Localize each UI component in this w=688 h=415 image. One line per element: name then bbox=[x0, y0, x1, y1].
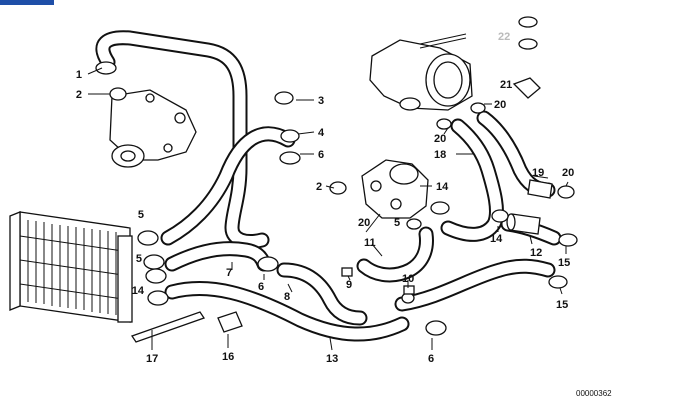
callout-20d: 20 bbox=[562, 167, 574, 179]
hose-13 bbox=[164, 281, 410, 342]
callout-2a: 2 bbox=[76, 89, 82, 101]
callout-18: 18 bbox=[434, 149, 446, 161]
hose-clamps bbox=[95, 16, 578, 336]
callout-2b: 2 bbox=[316, 181, 322, 193]
sensor-9 bbox=[341, 267, 353, 277]
callout-13: 13 bbox=[326, 353, 338, 365]
hose-8 bbox=[276, 262, 368, 326]
callout-14c: 14 bbox=[490, 233, 503, 245]
water-pump bbox=[109, 89, 197, 168]
callout-20b: 20 bbox=[494, 99, 506, 111]
callout-20a: 20 bbox=[358, 217, 370, 229]
callout-12: 12 bbox=[530, 247, 542, 259]
callout-14b: 14 bbox=[132, 285, 145, 297]
callout-17: 17 bbox=[146, 353, 158, 365]
callout-4: 4 bbox=[318, 127, 325, 139]
thermostat-housing bbox=[361, 159, 429, 219]
hose-1-upper bbox=[95, 30, 270, 249]
pipe-12 bbox=[506, 213, 541, 235]
radiator bbox=[9, 211, 133, 323]
callout-8: 8 bbox=[284, 291, 290, 303]
callout-16: 16 bbox=[222, 351, 234, 363]
callout-7: 7 bbox=[226, 267, 232, 279]
callout-10: 10 bbox=[402, 273, 414, 285]
callout-19: 19 bbox=[532, 167, 544, 179]
callout-5a: 5 bbox=[138, 209, 144, 221]
callout-15a: 15 bbox=[558, 257, 570, 269]
strap-17 bbox=[130, 311, 206, 343]
hose-11 bbox=[356, 226, 434, 283]
callout-9: 9 bbox=[346, 279, 352, 291]
callout-15b: 15 bbox=[556, 299, 568, 311]
callout-5b: 5 bbox=[136, 253, 142, 265]
leader-lines bbox=[87, 67, 569, 351]
callout-1: 1 bbox=[76, 69, 82, 81]
callout-20c: 20 bbox=[434, 133, 446, 145]
hose-crossover bbox=[394, 258, 556, 312]
hose-upper-right bbox=[440, 118, 504, 242]
callout-21: 21 bbox=[500, 79, 512, 91]
blue-header-tab bbox=[0, 0, 54, 5]
callout-22: 22 bbox=[498, 31, 510, 43]
callout-labels: 1 2 3 4 6 2 14 20 5 5 5 14 7 6 8 9 11 10… bbox=[76, 31, 574, 365]
callout-6c: 6 bbox=[428, 353, 434, 365]
hose-4 bbox=[160, 126, 296, 246]
pipe-19 bbox=[527, 179, 553, 199]
callout-11: 11 bbox=[364, 237, 376, 249]
bracket-16 bbox=[217, 311, 243, 333]
hose-7 bbox=[164, 241, 272, 272]
callout-5c: 5 bbox=[394, 217, 400, 229]
throttle-body bbox=[369, 33, 473, 111]
callout-6b: 6 bbox=[258, 281, 264, 293]
callout-3: 3 bbox=[318, 95, 324, 107]
callout-6a: 6 bbox=[318, 149, 324, 161]
callout-14a: 14 bbox=[436, 181, 449, 193]
diagram-code: 00000362 bbox=[576, 389, 612, 398]
sensor-10 bbox=[403, 285, 415, 295]
